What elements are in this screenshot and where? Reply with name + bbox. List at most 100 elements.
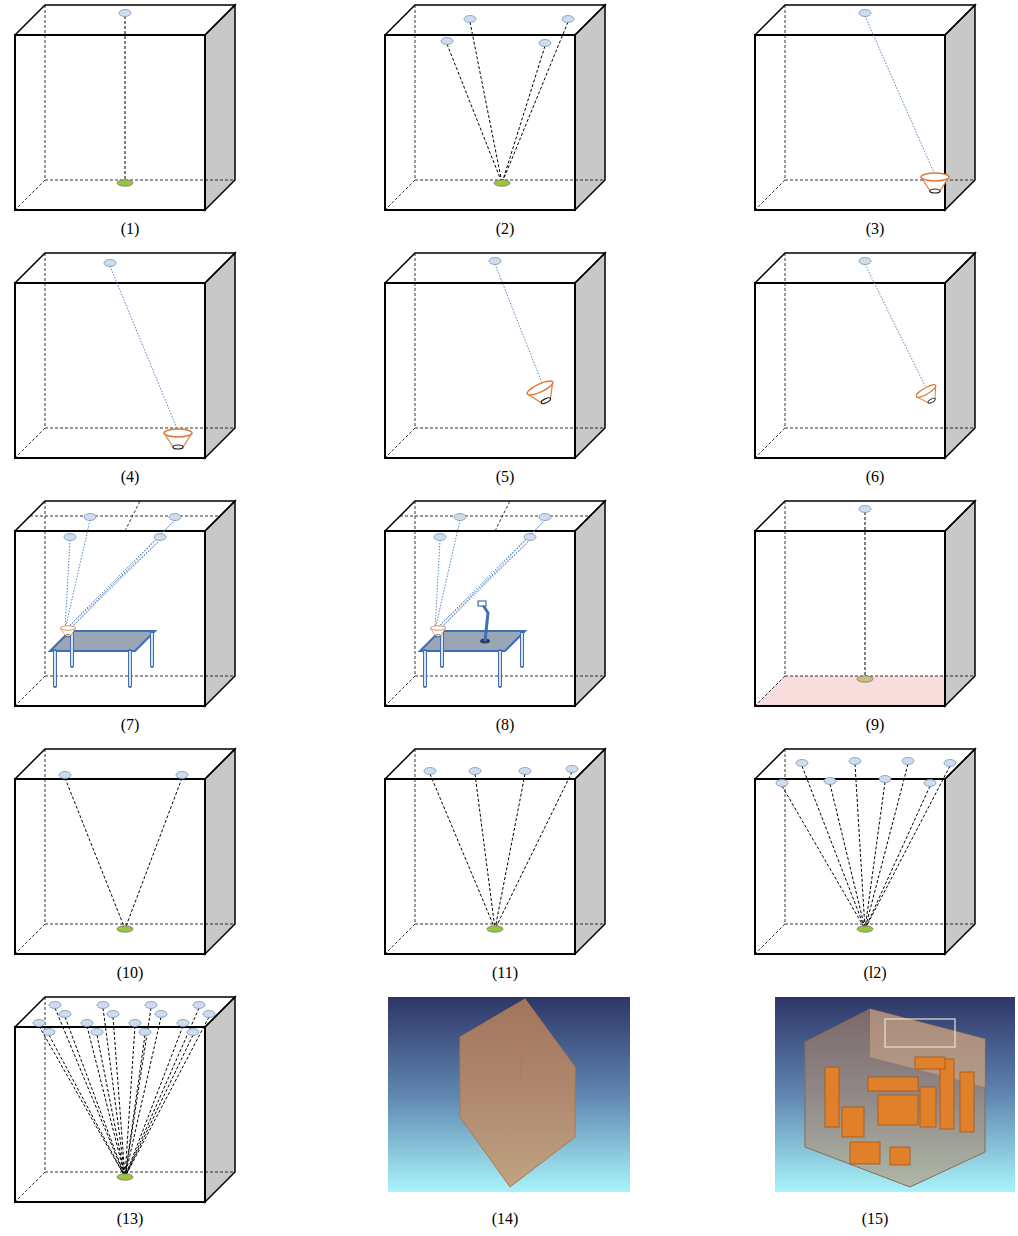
light-source — [169, 514, 181, 521]
light-source — [203, 1011, 215, 1018]
edge-line — [415, 501, 416, 676]
edge-line — [45, 253, 46, 428]
panel-drawing — [755, 253, 975, 458]
window — [885, 1019, 955, 1047]
light-source — [924, 780, 936, 787]
edge-line — [125, 1017, 209, 1177]
edge-line — [495, 772, 572, 929]
receiver-cone — [921, 173, 949, 193]
edge-line — [125, 1026, 183, 1177]
light-source — [176, 772, 188, 779]
edge-line — [785, 428, 975, 429]
side-wall — [205, 997, 235, 1202]
panel-drawing — [755, 501, 975, 706]
front-face — [755, 779, 945, 954]
panel-caption: (3) — [866, 220, 885, 238]
light-source — [59, 1011, 71, 1018]
edge-line — [415, 676, 605, 677]
stroke — [430, 626, 445, 630]
render-background — [775, 997, 1015, 1192]
edge-line — [415, 428, 605, 429]
edge-line — [495, 264, 542, 383]
light-source — [49, 1002, 61, 1009]
top-edges — [385, 253, 605, 283]
panel-drawing — [15, 5, 235, 210]
top-edges — [15, 253, 235, 283]
side-wall — [575, 749, 605, 954]
light-source — [796, 760, 808, 767]
panel-caption: (l2) — [863, 964, 886, 982]
panel-caption: (15) — [862, 1210, 889, 1228]
table-leg — [53, 651, 57, 686]
table-leg — [151, 633, 153, 666]
edge-line — [45, 428, 235, 429]
receiver — [857, 926, 873, 932]
edge-line — [15, 924, 45, 954]
table-leg — [128, 651, 132, 686]
receiver — [117, 180, 133, 186]
light-source — [139, 1029, 151, 1036]
receiver-cone — [915, 383, 942, 408]
front-face — [15, 283, 205, 458]
light-source — [469, 768, 481, 775]
side-wall — [945, 749, 975, 954]
edge-line — [385, 676, 415, 706]
furniture — [850, 1142, 880, 1164]
panel-caption: (6) — [866, 468, 885, 486]
panel-caption: (1) — [121, 220, 140, 238]
furniture — [878, 1095, 918, 1125]
edge-line — [15, 428, 45, 458]
room-model — [805, 1009, 985, 1187]
edge-line — [755, 428, 785, 458]
edge-line — [438, 520, 545, 631]
furniture — [920, 1087, 936, 1127]
panel-caption: (10) — [117, 964, 144, 982]
edge-line — [125, 501, 140, 531]
light-source — [859, 258, 871, 265]
stroke — [915, 383, 938, 400]
top-edges — [755, 253, 975, 283]
receiver-cone — [164, 429, 192, 449]
side-wall — [205, 253, 235, 458]
edge-line — [435, 540, 440, 630]
edge-line — [110, 266, 178, 431]
edge-line — [87, 1026, 125, 1177]
edge-line — [68, 540, 160, 631]
light-source — [464, 16, 476, 23]
light-source — [566, 766, 578, 773]
edge-line — [45, 749, 46, 924]
light-source — [489, 258, 501, 265]
edge-line — [103, 1008, 125, 1177]
table-leg — [129, 651, 131, 686]
receiver-cone — [60, 626, 75, 637]
front-face — [385, 283, 575, 458]
edge-line — [125, 16, 126, 183]
top-edges — [385, 749, 605, 779]
edge-line — [385, 180, 415, 210]
light-source — [107, 1011, 119, 1018]
light-source — [193, 1002, 205, 1009]
edge-line — [495, 501, 510, 531]
edge-line — [855, 764, 865, 929]
light-source — [776, 780, 788, 787]
edge-line — [385, 428, 415, 458]
top-edges — [755, 749, 975, 779]
panel-drawing — [755, 5, 975, 210]
room-model — [520, 999, 525, 1079]
edge-line — [385, 924, 415, 954]
panel-caption: (7) — [121, 716, 140, 734]
stroke — [65, 635, 71, 637]
light-source — [97, 1002, 109, 1009]
panel-caption: (14) — [492, 1210, 519, 1228]
furniture — [915, 1057, 945, 1069]
front-face — [755, 35, 945, 210]
edge-line — [400, 516, 590, 517]
edge-line — [15, 676, 45, 706]
front-face — [385, 779, 575, 954]
front-face — [15, 35, 205, 210]
edge-line — [65, 1017, 125, 1177]
light-source — [944, 760, 956, 767]
edge-line — [865, 512, 866, 679]
top-edges — [755, 501, 975, 531]
